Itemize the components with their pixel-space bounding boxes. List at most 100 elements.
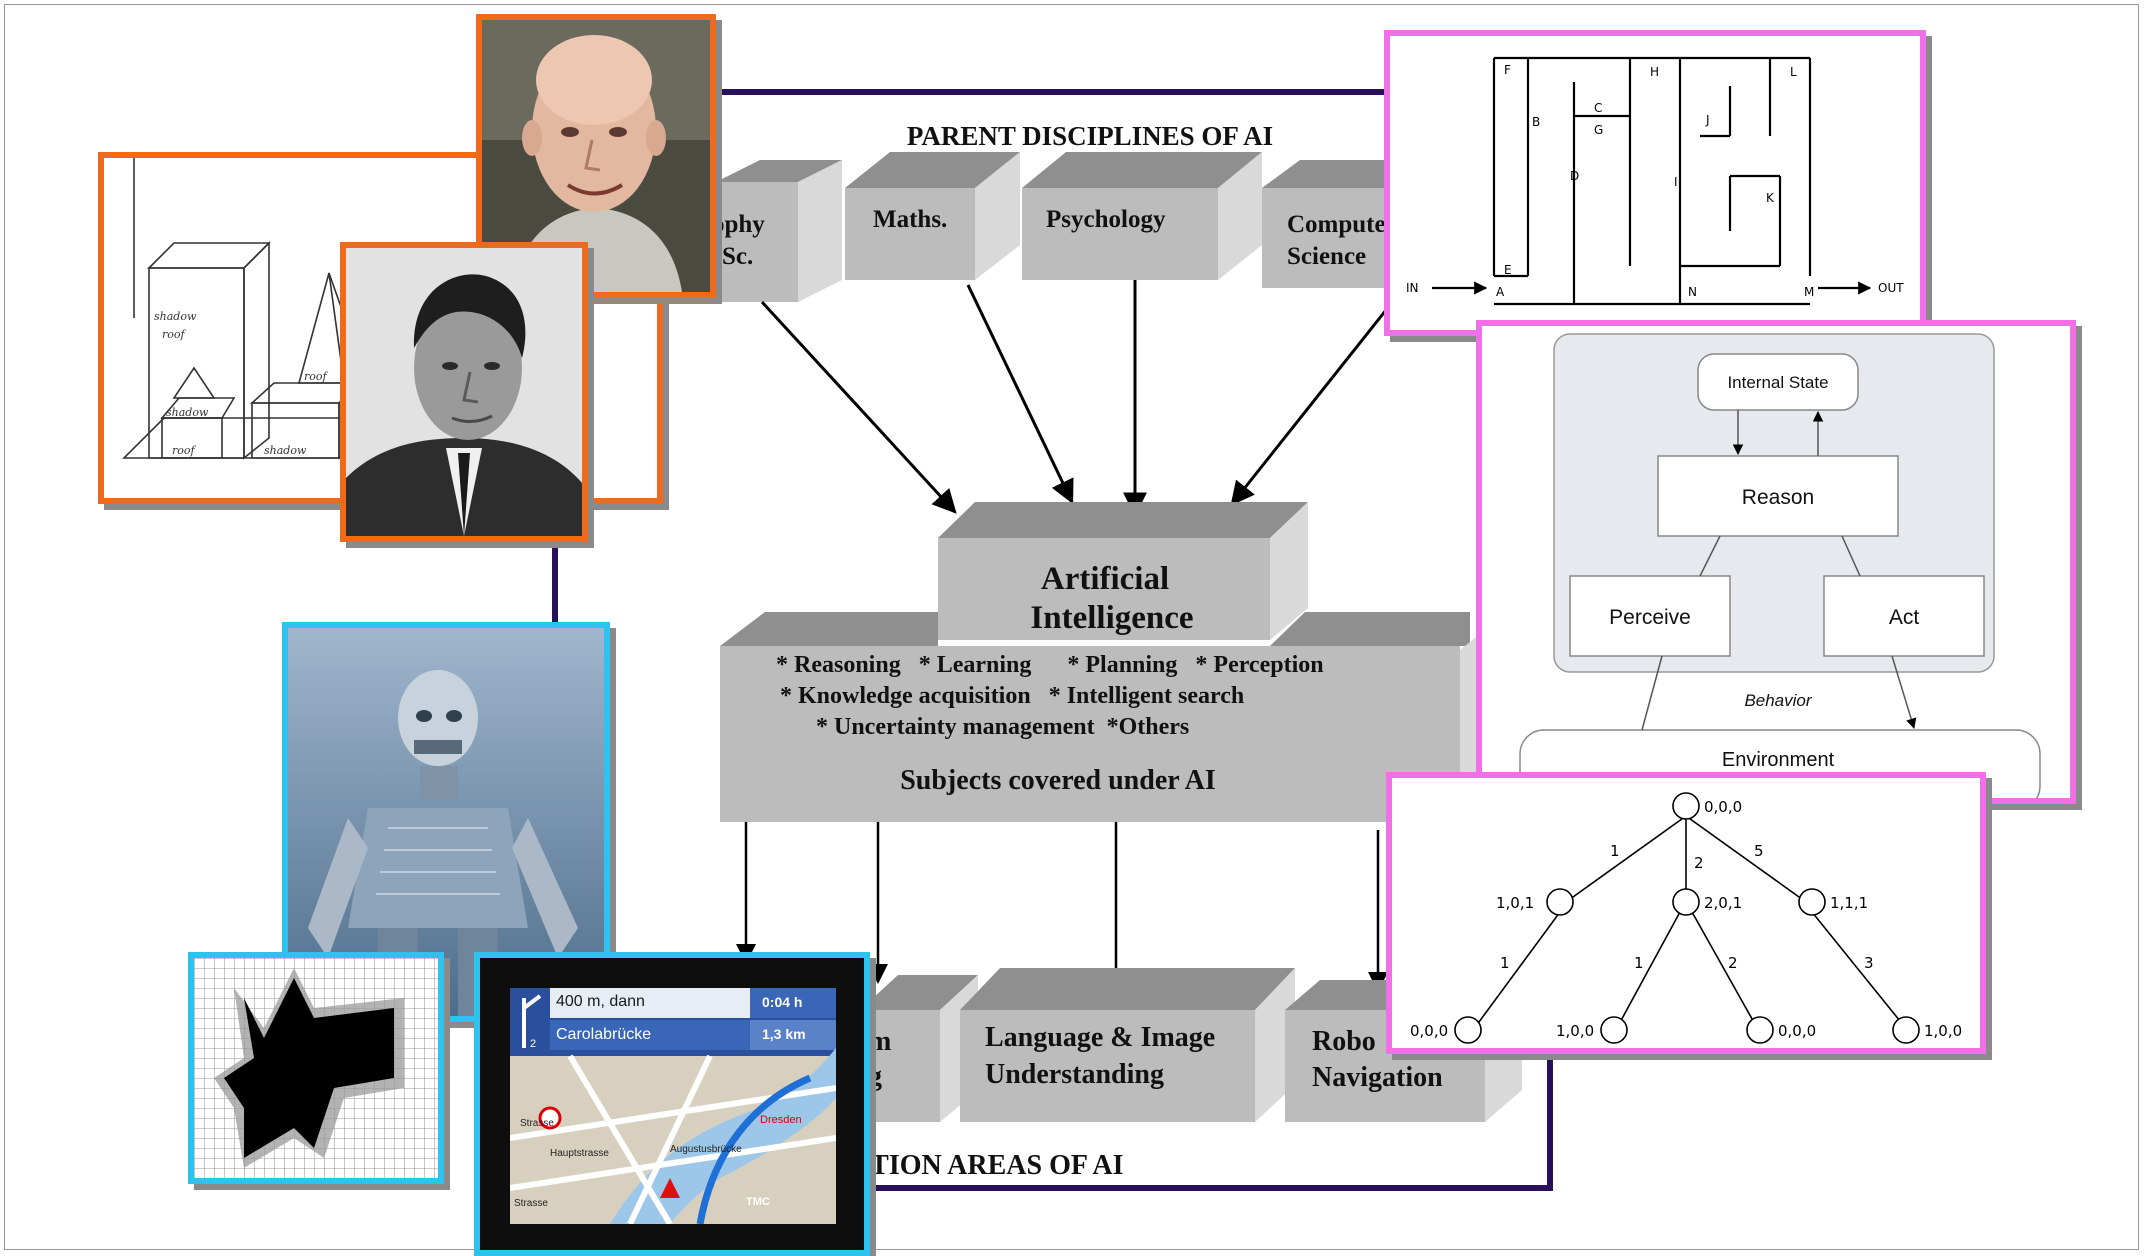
app-label-language-2: Understanding [985, 1059, 1164, 1090]
maze-label-h: H [1650, 65, 1659, 79]
agent-perceive: Perceive [1609, 606, 1691, 629]
gps-map-label-5: Strasse [514, 1198, 548, 1209]
maze-label-i: I [1674, 175, 1678, 189]
gps-street: Carolabrücke [556, 1026, 652, 1043]
subjects-line-3: * Uncertainty management *Others [816, 714, 1189, 740]
agent-reason: Reason [1742, 486, 1814, 509]
tree-l1-label-3: 1,1,1 [1830, 894, 1868, 912]
ai-central-block: Artificial Intelligence [938, 502, 1308, 640]
tree-edge-label-2: 2 [1694, 854, 1704, 872]
subjects-caption: Subjects covered under AI [900, 765, 1216, 796]
app-label-robot-2: Navigation [1312, 1062, 1443, 1093]
tree-l2-label-1: 0,0,0 [1410, 1022, 1448, 1040]
subjects-line-1: * Reasoning * Learning * Planning * Perc… [776, 652, 1324, 678]
maze-label-b: B [1532, 115, 1540, 129]
ai-title-line2: Intelligence [1030, 600, 1193, 636]
sketch-label-5: shadow [264, 444, 307, 457]
gps-map-label-4: Hauptstrasse [550, 1148, 609, 1159]
slide-border [4, 4, 2139, 1250]
maze-label-f: F [1504, 63, 1511, 77]
gps-time: 0:04 h [762, 994, 803, 1010]
agent-act: Act [1889, 606, 1920, 629]
maze-label-a: A [1496, 285, 1505, 299]
app-label-1b: g [868, 1061, 882, 1092]
subjects-line-2: * Knowledge acquisition * Intelligent se… [780, 683, 1244, 709]
parent-label-philosophy-2: Sc. [722, 243, 753, 270]
gps-instruction: 400 m, dann [556, 993, 645, 1010]
tree-edge-label-4: 1 [1500, 954, 1510, 972]
app-label-language-1: Language & Image [985, 1022, 1215, 1053]
robot-image-art [288, 628, 604, 1016]
application-areas-title: ATION AREAS OF AI [852, 1150, 1124, 1181]
pixel-grid-shape [188, 952, 444, 1184]
sketch-label-2: roof [162, 328, 187, 341]
gps-map-label-2: Dresden [760, 1114, 802, 1126]
gps-map-label-6: TMC [746, 1196, 770, 1208]
gps-screen: 400 m, dann 0:04 h Carolabrücke 1,3 km 2… [510, 988, 836, 1224]
parent-block-maths: Maths. [845, 152, 1020, 280]
tree-edge-label-6: 2 [1728, 954, 1738, 972]
gps-navigation-screen: 400 m, dann 0:04 h Carolabrücke 1,3 km 2… [474, 952, 870, 1256]
portrait-turing-art [346, 248, 582, 536]
parent-disciplines-title: PARENT DISCIPLINES OF AI [907, 121, 1273, 151]
maze-label-j: J [1705, 113, 1710, 127]
maze-label-e: E [1504, 263, 1512, 277]
maze-drawing: F B C G D H I J K L E A N M IN OUT [1406, 56, 1904, 306]
arrow-computer-to-ai [1230, 304, 1392, 506]
arrow-philosophy-to-ai [760, 300, 957, 514]
agent-behavior: Behavior [1744, 691, 1812, 710]
maze-label-l: L [1790, 65, 1797, 79]
arrow-maths-to-ai [966, 284, 1074, 505]
pixel-grid-art [194, 958, 438, 1178]
tree-l2-label-3: 0,0,0 [1778, 1022, 1816, 1040]
ai-title-line1: Artificial [1041, 561, 1169, 597]
tree-l1-label-2: 2,0,1 [1704, 894, 1742, 912]
app-label-1a: m [868, 1026, 891, 1057]
gps-distance: 1,3 km [762, 1026, 806, 1042]
subjects-block: * Reasoning * Learning * Planning * Perc… [720, 612, 1500, 822]
parent-block-philosophy: ophy Sc. [712, 160, 842, 302]
agent-environment: Environment [1722, 749, 1835, 771]
agent-diagram: Internal State Reason Perceive Act Behav… [1476, 320, 2076, 811]
maze-label-m: M [1804, 285, 1814, 299]
maze-diagram: F B C G D H I J K L E A N M IN OUT [1384, 30, 1926, 336]
tree-edge-label-3: 5 [1754, 842, 1764, 860]
agent-internal-state: Internal State [1727, 373, 1828, 392]
tree-l1-label-1: 1,0,1 [1496, 894, 1534, 912]
gps-map [510, 988, 836, 1224]
tree-edge-label-7: 3 [1864, 954, 1874, 972]
sketch-label-3: shadow [166, 406, 209, 419]
search-tree-art: 0,0,0 1,0,1 2,0,1 1,1,1 0,0,0 1,0,0 0,0,… [1410, 792, 1962, 1044]
parent-label-maths: Maths. [873, 206, 947, 233]
sketch-label-4: roof [172, 444, 197, 457]
agent-diagram-art: Internal State Reason Perceive Act Behav… [1519, 333, 2041, 811]
maze-label-k: K [1766, 191, 1775, 205]
gps-map-label-1: Strasse [520, 1118, 554, 1129]
maze-label-d: D [1570, 169, 1579, 183]
tree-root-label: 0,0,0 [1704, 798, 1742, 816]
diagram-frame-right-bottom [860, 1000, 1553, 1191]
tree-edge-label-5: 1 [1634, 954, 1644, 972]
tree-l2-label-2: 1,0,0 [1556, 1022, 1594, 1040]
sketch-label-6: roof [304, 370, 329, 383]
gps-map-label-3: Augustusbrücke [670, 1144, 742, 1155]
gps-lane-number: 2 [530, 1038, 537, 1050]
portrait-turing [340, 242, 588, 542]
app-label-robot-1: Robo [1312, 1026, 1376, 1057]
parent-block-psychology: Psychology [1022, 152, 1262, 280]
sketch-label-1: shadow [154, 310, 197, 323]
maze-label-g: G [1594, 123, 1603, 137]
app-block-language: Language & Image Understanding [960, 968, 1295, 1122]
parent-label-computer-1: Compute [1287, 211, 1386, 238]
maze-label-c: C [1594, 101, 1602, 115]
tree-l2-label-4: 1,0,0 [1924, 1022, 1962, 1040]
parent-label-psychology: Psychology [1046, 206, 1166, 233]
parent-label-philosophy-1: ophy [712, 211, 765, 238]
search-tree-diagram: 0,0,0 1,0,1 2,0,1 1,1,1 0,0,0 1,0,0 0,0,… [1386, 772, 1986, 1054]
parent-label-computer-2: Science [1287, 243, 1366, 270]
parent-block-computer-science: Compute Science [1262, 160, 1395, 288]
maze-label-n: N [1688, 285, 1697, 299]
maze-out-label: OUT [1878, 281, 1904, 295]
